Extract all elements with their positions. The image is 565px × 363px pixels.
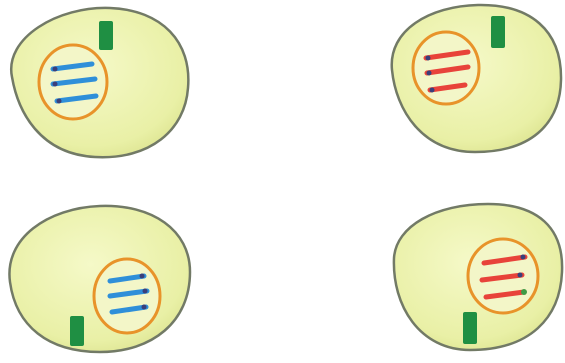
- chromosome: [479, 272, 525, 283]
- cell-top-left: [9, 6, 190, 159]
- chromosome: [109, 304, 149, 315]
- green-organelle: [491, 16, 505, 48]
- chromosome-group: [107, 273, 150, 315]
- chromosome-tip: [141, 304, 147, 310]
- chromosome-group: [479, 254, 528, 300]
- chromosome: [50, 61, 95, 72]
- chromosome-tip: [52, 81, 58, 87]
- chromosome-tip: [429, 87, 435, 93]
- chromosome-group: [50, 61, 99, 104]
- chromosome: [427, 82, 468, 93]
- green-organelle: [99, 21, 113, 50]
- chromosome: [423, 49, 471, 61]
- chromosome-tip: [520, 254, 526, 260]
- chromosome-tip: [52, 66, 58, 72]
- chromosome-group: [423, 49, 471, 93]
- chromosome: [50, 76, 98, 87]
- chromosome: [481, 254, 528, 266]
- chromosome: [483, 289, 527, 300]
- chromosome-tip: [426, 70, 432, 76]
- green-organelle: [70, 316, 84, 346]
- chromosome: [107, 288, 150, 299]
- chromosome: [54, 93, 99, 104]
- cell-bottom-right: [392, 202, 564, 352]
- chromosome-tip: [139, 273, 145, 279]
- green-organelle: [463, 312, 477, 344]
- chromosome-tip: [517, 272, 523, 278]
- cell-top-right: [390, 3, 563, 154]
- chromosome-tip: [425, 55, 431, 61]
- chromosome-tip: [521, 289, 527, 295]
- chromosome: [424, 64, 471, 76]
- chromosome: [107, 273, 147, 284]
- chromosome-tip: [56, 98, 62, 104]
- chromosome-tip: [142, 288, 148, 294]
- cell-bottom-left: [8, 204, 192, 354]
